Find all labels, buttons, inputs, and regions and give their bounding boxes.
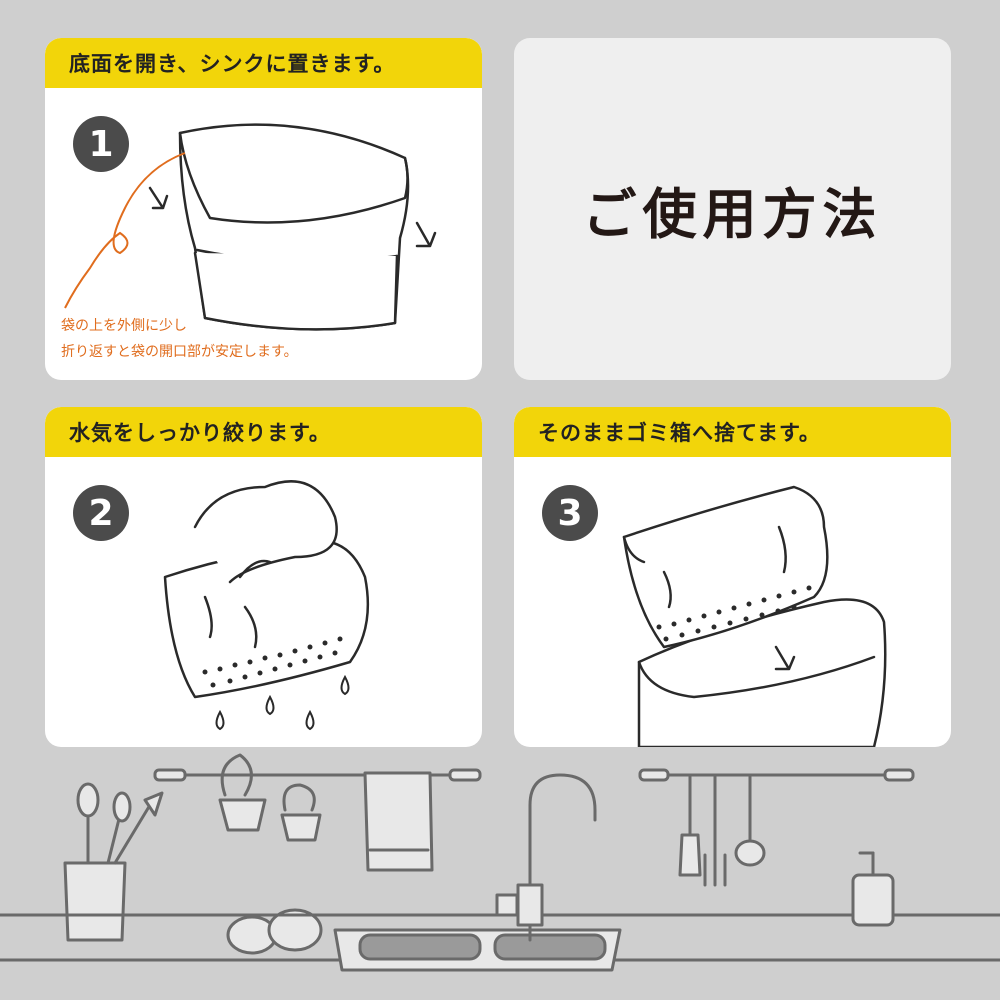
step-2-card: 水気をしっかり絞ります。 2 xyxy=(45,407,482,747)
step-1-note: 袋の上を外側に少し 折り返すと袋の開口部が安定します。 xyxy=(61,313,298,365)
step-3-card: そのままゴミ箱へ捨てます。 3 xyxy=(514,407,951,747)
step-1-header: 底面を開き、シンクに置きます。 xyxy=(45,38,482,88)
bag-in-sink-illustration xyxy=(64,123,437,331)
step-2-badge: 2 xyxy=(73,485,129,541)
step-3-badge: 3 xyxy=(542,485,598,541)
bag-into-trash-illustration xyxy=(622,485,887,747)
step-2-header: 水気をしっかり絞ります。 xyxy=(45,407,482,457)
page-title: ご使用方法 xyxy=(582,182,883,246)
step-1-badge: 1 xyxy=(73,116,129,172)
step-3-header: そのままゴミ箱へ捨てます。 xyxy=(514,407,951,457)
kitchen-background-illustration xyxy=(0,753,1000,972)
step-1-note-line-2: 折り返すと袋の開口部が安定します。 xyxy=(61,344,298,360)
step-1-card: 底面を開き、シンクに置きます。 1 袋の上を外側に少し 折り返すと袋の開口部が安… xyxy=(45,38,482,380)
step-1-note-line-1: 袋の上を外側に少し xyxy=(61,318,187,334)
usage-title-card: ご使用方法 xyxy=(514,38,951,380)
wringing-bag-illustration xyxy=(163,480,370,731)
